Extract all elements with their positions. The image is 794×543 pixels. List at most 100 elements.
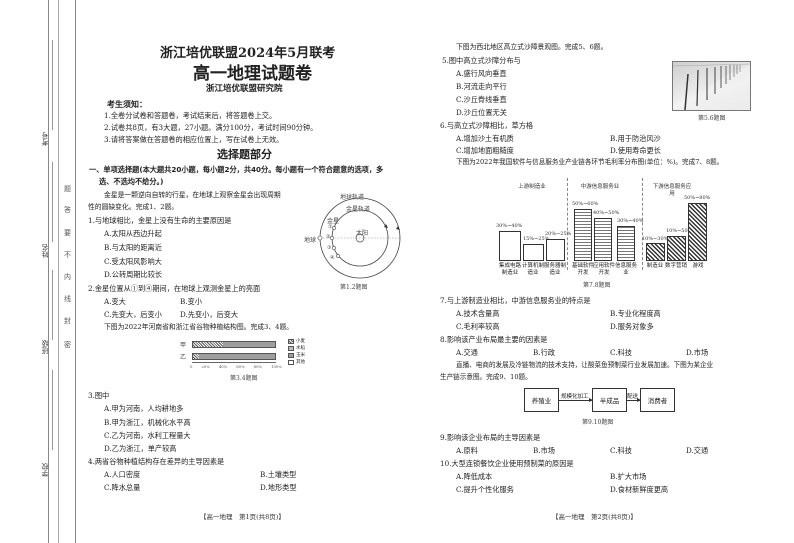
q2-option-c[interactable]: C.先变大，后变小 xyxy=(104,310,162,319)
legend-swatch-rice xyxy=(288,346,294,351)
legend-label: 玉米 xyxy=(296,353,305,358)
q9-option-d[interactable]: D.交通 xyxy=(686,446,709,455)
field-exam-number: 考号 xyxy=(41,132,49,146)
q6-stem: 6.与高立式沙障相比，草方格 xyxy=(440,121,534,130)
q1-stem: 1.与地球相比，金星上没有生命的主要原因是 xyxy=(88,216,232,225)
q6-option-c[interactable]: C.增加地面粗糙度 xyxy=(456,146,514,155)
bar-value: 30%~40% xyxy=(617,218,644,224)
photo-caption: 第5.6题图 xyxy=(698,115,726,122)
q6-option-b[interactable]: B.用于防治风沙 xyxy=(610,134,661,143)
q8-option-d[interactable]: D.市场 xyxy=(686,348,709,357)
q5-option-c[interactable]: C.沙丘脊线垂直 xyxy=(456,95,507,104)
x-label: 应用软件开发 xyxy=(592,263,615,276)
q78-intro: 下图为2022年我国软件与信息服务业产业链各环节毛利率分布图(单位：%)。完成7… xyxy=(456,158,724,166)
q10-option-c[interactable]: C.提升个性化服务 xyxy=(456,485,514,494)
bar-value: 50%~80% xyxy=(684,195,711,201)
row-label-jia: 甲 xyxy=(180,342,187,349)
notice-item: 2.试卷共8页，有3大题，27小题。满分100分，考试时间90分钟。 xyxy=(104,123,318,132)
q9-option-b[interactable]: B.市场 xyxy=(533,446,555,455)
q3-option-b[interactable]: B.甲为浙江，机械化水平高 xyxy=(104,418,191,427)
q10-option-d[interactable]: D.食材新鲜度更高 xyxy=(610,485,669,494)
wheat-segment xyxy=(193,342,224,347)
q4-option-b[interactable]: B.土壤类型 xyxy=(260,470,297,479)
q9-option-a[interactable]: A.原料 xyxy=(456,446,478,455)
q4-option-c[interactable]: C.降水总量 xyxy=(104,483,141,492)
q34-intro: 下图为2022年河南省和浙江省谷物种植结构图。完成3、4题。 xyxy=(104,323,294,331)
seal-char: 要 xyxy=(64,229,71,237)
q2-stem: 2.金星位置从①到④期间，在地球上观测金星上的亮面 xyxy=(88,284,261,293)
margin-line-right xyxy=(75,0,76,543)
flow-caption: 第9.10题图 xyxy=(582,419,614,426)
q7-option-c[interactable]: C.毛利率较高 xyxy=(456,322,500,331)
q5-option-a[interactable]: A.盛行风向垂直 xyxy=(456,69,507,78)
q6-option-d[interactable]: D.使用寿命更长 xyxy=(610,146,661,155)
bar-value: 15%~25% xyxy=(523,236,550,242)
q9-option-c[interactable]: C.科技 xyxy=(610,446,632,455)
bar-application-software xyxy=(594,218,612,261)
q2-option-b[interactable]: B.变小 xyxy=(180,297,202,306)
q10-option-b[interactable]: B.扩大市场 xyxy=(610,472,647,481)
x-label: 信息服务业 xyxy=(614,263,637,276)
q7-option-d[interactable]: D.服务对象多 xyxy=(610,322,654,331)
q1-option-a[interactable]: A.太阳从西边升起 xyxy=(104,229,162,238)
q9-stem: 9.影响该企业布局的主导因素是 xyxy=(440,433,541,442)
position-2: ② xyxy=(326,234,331,240)
publisher: 浙江培优联盟研究院 xyxy=(206,84,283,94)
q3-option-c[interactable]: C.乙为河南，水利工程量大 xyxy=(104,431,191,440)
q1-option-d[interactable]: D.公转周期比较长 xyxy=(104,270,163,279)
bar-value: 20%~25% xyxy=(545,231,572,237)
fence-posts-icon xyxy=(673,63,750,110)
section-title: 选择题部分 xyxy=(217,148,272,161)
q10-option-a[interactable]: A.降低成本 xyxy=(456,472,493,481)
margin-line-mid xyxy=(58,0,59,543)
seal-char: 内 xyxy=(64,273,71,281)
q7-option-a[interactable]: A.技术含量高 xyxy=(456,309,500,318)
position-1: ① xyxy=(328,224,333,230)
x-axis-ticks: 0 20% 40% 60% 80% 100% xyxy=(190,364,282,369)
q8-option-a[interactable]: A.交通 xyxy=(456,348,478,357)
seal-char: 题 xyxy=(64,185,71,193)
q7-option-b[interactable]: B.专业化程度高 xyxy=(610,309,661,318)
field-class: 班级 xyxy=(41,340,49,354)
field-underline xyxy=(52,370,53,450)
q5-option-b[interactable]: B.河流走向平行 xyxy=(456,82,507,91)
q3-option-a[interactable]: A.甲为河南，人均耕地多 xyxy=(104,404,184,413)
tick: 40% xyxy=(218,364,228,369)
node-aquaculture: 养殖业 xyxy=(524,388,559,412)
q56-intro: 下图为西北地区高立式沙障景观图。完成5、6题。 xyxy=(456,43,608,51)
q4-option-d[interactable]: D.地形类型 xyxy=(260,483,297,492)
q3-option-d[interactable]: D.乙为浙江，单产较高 xyxy=(104,444,177,453)
q6-option-a[interactable]: A.增加沙土有机质 xyxy=(456,134,514,143)
q1-option-c[interactable]: C.受太阳风影响大 xyxy=(104,257,162,266)
legend-label: 小麦 xyxy=(296,339,305,344)
q8-option-b[interactable]: B.行政 xyxy=(533,348,555,357)
x-label: 服务器制造业 xyxy=(543,263,566,276)
tick: 0 xyxy=(190,364,193,369)
seal-char: 封 xyxy=(64,317,71,325)
page-1-footer: 【高一地理 第1页(共8页)】 xyxy=(200,513,285,521)
bar-server-manufacturing xyxy=(546,239,565,261)
page-2-footer: 【高一地理 第2页(共8页)】 xyxy=(552,513,637,521)
row-label-yi: 乙 xyxy=(180,354,187,361)
arrow-icon xyxy=(627,398,641,402)
node-consumer: 消费者 xyxy=(640,388,675,412)
node-semi-finished: 半成品 xyxy=(592,388,627,412)
group-label: 中游信息服务业 xyxy=(580,184,620,190)
seal-char: 线 xyxy=(64,295,71,303)
group-downstream: 下游信息服务应用 xyxy=(652,184,692,197)
x-axis xyxy=(192,362,276,363)
q8-option-c[interactable]: C.科技 xyxy=(610,348,632,357)
q2-option-a[interactable]: A.变大 xyxy=(104,297,126,306)
q1-option-b[interactable]: B.与太阳的距离近 xyxy=(104,243,162,252)
corn-segment xyxy=(198,354,275,359)
q5-option-d[interactable]: D.沙丘位置无关 xyxy=(456,108,507,117)
venus-label: 金星 xyxy=(327,218,340,225)
bar-games xyxy=(688,203,707,261)
bar-value: 50%~60% xyxy=(572,201,599,207)
bar-value: 10%~30% xyxy=(642,236,669,242)
crop-bar-jia xyxy=(192,341,276,348)
group-upstream: 上游制造业 xyxy=(512,184,552,191)
q2-option-d[interactable]: D.先变小，后变大 xyxy=(180,310,239,319)
edge-label-processing: 规模化加工 xyxy=(561,394,589,400)
q4-option-a[interactable]: A.人口密度 xyxy=(104,470,141,479)
